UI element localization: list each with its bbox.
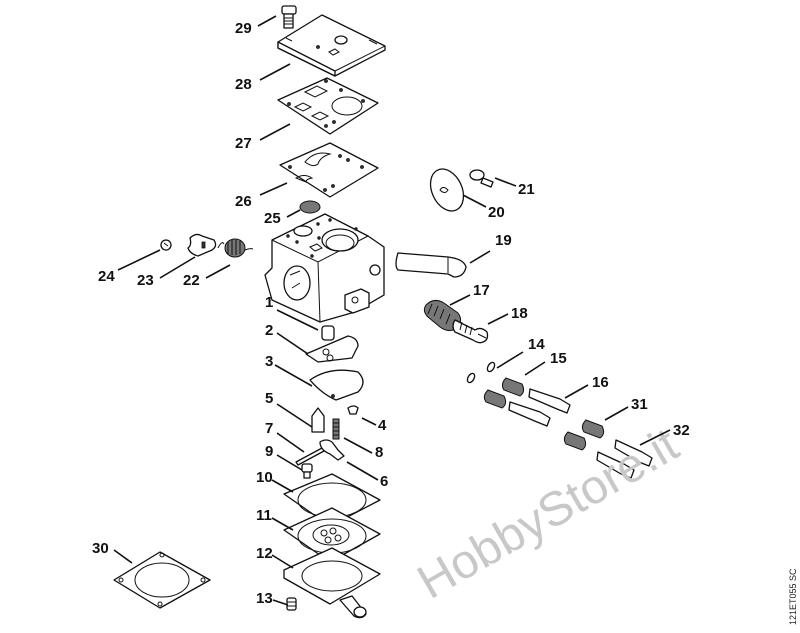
- part-18-idle-speed-screw[interactable]: [452, 319, 489, 344]
- part-31-spring[interactable]: [563, 419, 605, 451]
- leader-lines: [113, 15, 671, 606]
- part-19-throttle-shaft[interactable]: [395, 252, 467, 278]
- callout-10: 10: [256, 469, 273, 486]
- callout-25: 25: [264, 210, 281, 227]
- callout-9: 9: [265, 443, 273, 460]
- callout-13: 13: [256, 590, 273, 607]
- part-32-adjusting-screw[interactable]: [596, 439, 653, 479]
- callout-21: 21: [518, 181, 535, 198]
- callout-18: 18: [511, 305, 528, 322]
- callout-27: 27: [235, 135, 252, 152]
- part-16-adjusting-screw[interactable]: [508, 388, 571, 427]
- callout-15: 15: [550, 350, 567, 367]
- callout-7: 7: [265, 420, 273, 437]
- part-4-screw[interactable]: [347, 405, 359, 415]
- callout-16: 16: [592, 374, 609, 391]
- part-25-strainer[interactable]: [299, 200, 321, 214]
- callout-11: 11: [256, 507, 272, 524]
- carburetor-body[interactable]: [264, 213, 385, 323]
- part-1-plug[interactable]: [321, 325, 335, 341]
- part-7-lever-pin[interactable]: [295, 447, 325, 466]
- callout-2: 2: [265, 322, 273, 339]
- part-6-inlet-control-lever[interactable]: [319, 439, 345, 461]
- part-28-pump-cover[interactable]: [277, 14, 386, 77]
- callout-14: 14: [528, 336, 545, 353]
- callout-17: 17: [473, 282, 490, 299]
- part-29-screw[interactable]: [281, 5, 297, 29]
- callout-24: 24: [98, 268, 115, 285]
- callout-labels: 29 28 27 26 25 24 23 22 20 21 19 17 18 1…: [92, 20, 690, 607]
- part-26-pump-diaphragm[interactable]: [279, 142, 379, 198]
- callout-8: 8: [375, 444, 383, 461]
- part-21-valve-screw[interactable]: [469, 169, 494, 188]
- part-15-spring[interactable]: [483, 377, 525, 409]
- part-3-metering-plate[interactable]: [309, 369, 364, 401]
- callout-1: 1: [265, 294, 273, 311]
- part-20-throttle-valve[interactable]: [424, 164, 470, 217]
- part-5-inlet-needle[interactable]: [311, 407, 325, 433]
- part-27-gasket[interactable]: [277, 77, 379, 135]
- callout-28: 28: [235, 76, 252, 93]
- part-12-end-cover[interactable]: [283, 547, 381, 619]
- callout-26: 26: [235, 193, 252, 210]
- part-23-throttle-lever[interactable]: [187, 233, 217, 257]
- callout-30: 30: [92, 540, 109, 557]
- callout-5: 5: [265, 390, 273, 407]
- part-13-screw[interactable]: [286, 597, 297, 611]
- part-2-control-lever-plate[interactable]: [305, 335, 359, 363]
- callout-19: 19: [495, 232, 512, 249]
- callout-20: 20: [488, 204, 505, 221]
- part-14-o-ring[interactable]: [466, 361, 496, 384]
- watermark: HobbyStore.it: [409, 418, 687, 609]
- callout-29: 29: [235, 20, 252, 37]
- callout-31: 31: [631, 396, 648, 413]
- part-8-lever-spring[interactable]: [332, 418, 340, 440]
- callout-3: 3: [265, 353, 273, 370]
- part-22-torsion-spring[interactable]: [217, 238, 254, 258]
- drawing-code: 121ET055 SC: [788, 568, 798, 625]
- part-24-circlip[interactable]: [160, 239, 172, 251]
- callout-6: 6: [380, 473, 388, 490]
- callout-22: 22: [183, 272, 200, 289]
- callout-12: 12: [256, 545, 273, 562]
- part-9-screw[interactable]: [301, 463, 313, 479]
- part-11-metering-diaphragm[interactable]: [283, 507, 381, 563]
- part-30-flange-gasket[interactable]: [113, 551, 211, 609]
- callout-4: 4: [378, 417, 387, 434]
- callout-32: 32: [673, 422, 690, 439]
- callout-23: 23: [137, 272, 154, 289]
